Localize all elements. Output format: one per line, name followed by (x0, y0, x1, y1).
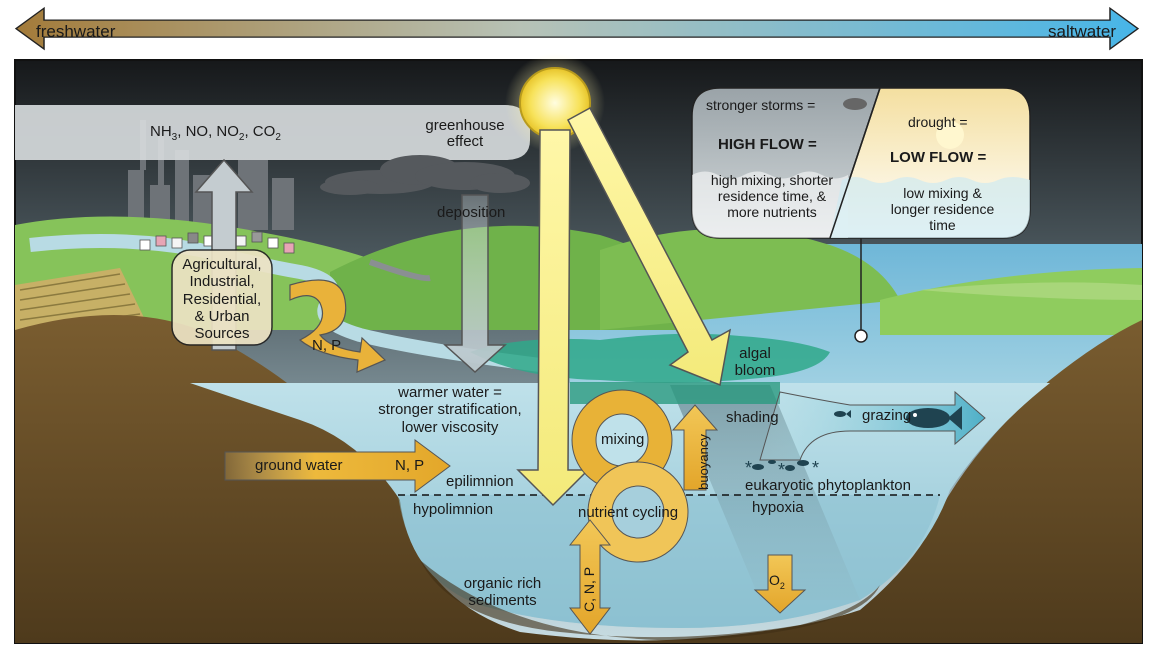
svg-text:*: * (745, 458, 752, 478)
svg-text:*: * (778, 460, 785, 480)
greenhouse-line-1: greenhouse (425, 117, 505, 134)
greenhouse-label: greenhouse effect (415, 118, 515, 150)
ground-water-np-label: N, P (395, 457, 425, 474)
algal-line-2: bloom (734, 362, 776, 380)
pollution-band (15, 105, 530, 160)
deposition-arrow (443, 194, 507, 374)
low-flow-title: LOW FLOW = (890, 149, 987, 166)
nutrient-cycling-ring (587, 461, 689, 563)
eukaryotic-label: eukaryotic phytoplankton (745, 477, 911, 494)
sources-line-1: Agricultural, (182, 256, 262, 273)
flow-panel (691, 87, 1031, 343)
sediments-line-1: organic rich (463, 575, 542, 592)
oxygen-sub: 2 (779, 580, 785, 591)
sediment-exchange-arrow (568, 519, 612, 635)
high-flow-title: HIGH FLOW = (718, 136, 817, 153)
grazing-label: grazing (862, 407, 912, 424)
salinity-gradient-bar (14, 6, 1140, 51)
pollutant-co: , CO (244, 123, 276, 140)
oxygen-text: O (769, 572, 780, 588)
low-flow-desc: low mixing & longer residence time (860, 185, 1025, 233)
pollutant-nh-sub: 3 (171, 132, 178, 143)
high-flow-line-2: residence time, & (717, 188, 827, 205)
pollutant-no-sub: 2 (238, 132, 245, 143)
sources-box (171, 249, 273, 346)
low-flow-line-1: low mixing & (903, 185, 982, 201)
ground-water-arrow (224, 439, 451, 493)
fish-icon (906, 406, 962, 430)
saltwater-label: saltwater (1048, 22, 1117, 41)
sources-line-4: & Urban (194, 307, 250, 325)
oxygen-arrow (753, 554, 807, 614)
greenhouse-line-2: effect (446, 132, 484, 150)
storm-cloud (320, 155, 530, 195)
mixing-label: mixing (601, 431, 645, 448)
nutrient-cycling-label: nutrient cycling (578, 504, 679, 521)
svg-text:*: * (812, 458, 819, 478)
warmer-water-label: warmer water = stronger stratification, … (365, 384, 535, 436)
buoyancy-label: buoyancy (696, 434, 711, 490)
sun-beam-diagonal (566, 106, 732, 387)
runoff-np-label: N, P (312, 337, 342, 354)
phytoplankton-icon: * * * (745, 458, 819, 480)
low-flow-line-2: longer residence (890, 201, 995, 218)
buoyancy-arrow (671, 404, 719, 491)
sediments-label: organic rich sediments (455, 575, 550, 610)
sources-line-5: Sources (194, 325, 250, 342)
high-flow-line-3: more nutrients (727, 204, 817, 221)
warmer-line-1: warmer water = (398, 384, 502, 401)
sources-label: Agricultural, Industrial, Residential, &… (172, 256, 272, 342)
oxygen-label: O2 (769, 573, 785, 591)
hypoxia-label: hypoxia (752, 499, 804, 516)
low-flow-line-3: time (929, 217, 956, 234)
sediments-line-2: sediments (468, 592, 537, 610)
shading-label: shading (726, 409, 779, 426)
warmer-line-3: lower viscosity (401, 418, 499, 436)
high-flow-header: stronger storms = (706, 97, 816, 113)
shading-cone (670, 385, 860, 600)
pollutant-no: , NO, NO (177, 123, 239, 140)
sources-line-3: Residential, (182, 290, 262, 308)
cnp-label: C, N, P (581, 566, 597, 612)
high-flow-desc: high mixing, shorter residence time, & m… (692, 172, 852, 220)
hypolimnion-label: hypolimnion (413, 501, 494, 518)
sources-line-2: Industrial, (189, 273, 255, 291)
runoff-arrow (289, 279, 387, 373)
deposition-label: deposition (437, 204, 506, 221)
algal-line-1: algal (739, 345, 771, 362)
low-flow-header: drought = (908, 114, 968, 130)
small-fish-icon (834, 410, 851, 418)
algal-bloom-label: algal bloom (730, 345, 780, 380)
sun-beam-vertical (516, 129, 590, 507)
pollutant-nh: NH (150, 123, 172, 140)
pollutants-label: NH3, NO, NO2, CO2 (150, 124, 281, 144)
epilimnion-label: epilimnion (446, 473, 514, 490)
warmer-line-2: stronger stratification, (378, 401, 522, 419)
high-flow-line-1: high mixing, shorter (710, 172, 834, 188)
pollutant-co-sub: 2 (275, 132, 281, 143)
ground-water-label: ground water (255, 457, 343, 474)
freshwater-label: freshwater (36, 22, 116, 41)
